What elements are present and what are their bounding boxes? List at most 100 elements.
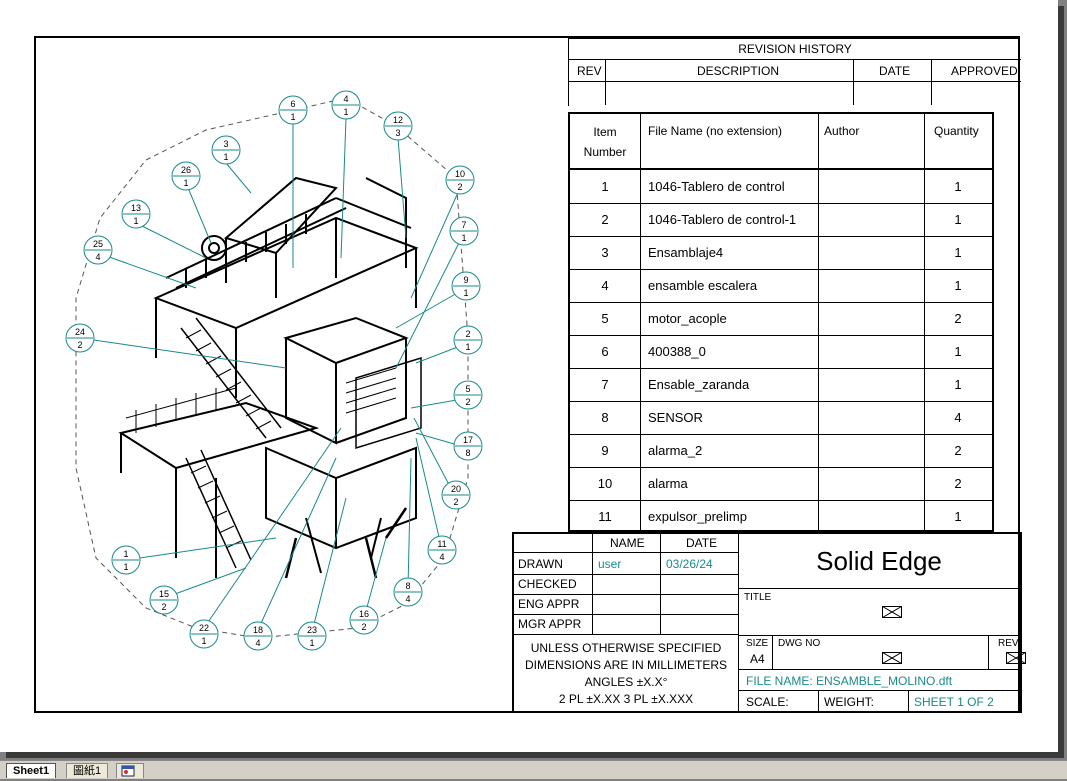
drawn-name[interactable]: user	[598, 557, 622, 571]
balloon-quantity: 4	[405, 594, 410, 604]
item-number-cell: 5	[601, 311, 609, 326]
title-placeholder-icon	[882, 606, 902, 618]
parts-list-table: Item Number File Name (no extension) Aut…	[568, 112, 994, 532]
balloon-quantity: 2	[77, 340, 82, 350]
quantity-cell: 1	[954, 344, 962, 359]
balloon-quantity: 1	[461, 233, 466, 243]
item-balloon[interactable]: 152	[149, 585, 179, 615]
file-name-header: File Name (no extension)	[648, 124, 783, 138]
item-balloon[interactable]: 261	[171, 161, 201, 191]
item-balloon[interactable]: 242	[65, 323, 95, 353]
rev-placeholder-icon	[1006, 652, 1026, 664]
item-balloon[interactable]: 178	[453, 431, 483, 461]
balloon-quantity: 2	[457, 182, 462, 192]
balloon-quantity: 1	[343, 107, 348, 117]
balloon-quantity: 2	[453, 497, 458, 507]
balloon-quantity: 1	[309, 638, 314, 648]
balloon-item-number: 20	[451, 484, 461, 494]
balloon-quantity: 2	[161, 602, 166, 612]
item-balloon[interactable]: 123	[383, 111, 413, 141]
item-balloon[interactable]: 231	[297, 621, 327, 651]
balloon-item-number: 8	[405, 581, 410, 591]
quantity-cell: 1	[954, 179, 962, 194]
file-name-cell: alarma	[648, 476, 688, 491]
tab-sheet1[interactable]: Sheet1	[6, 763, 57, 778]
item-balloon[interactable]: 31	[211, 135, 241, 165]
balloon-quantity: 1	[183, 178, 188, 188]
rev-label: REV	[998, 638, 1019, 649]
checked-label: CHECKED	[518, 577, 577, 591]
item-balloon[interactable]: 102	[445, 165, 475, 195]
dwg-no-label: DWG NO	[778, 638, 821, 649]
item-balloon[interactable]: 184	[243, 621, 273, 651]
balloon-item-number: 22	[199, 623, 209, 633]
balloon-quantity: 2	[361, 622, 366, 632]
tab-sheet-chinese[interactable]: 圖紙1	[66, 763, 109, 778]
balloon-item-number: 12	[393, 115, 403, 125]
balloon-item-number: 6	[290, 99, 295, 109]
author-header: Author	[824, 124, 860, 138]
balloon-item-number: 9	[463, 275, 468, 285]
revision-history-table: REVISION HISTORY REV DESCRIPTION DATE AP…	[568, 38, 1021, 106]
balloon-item-number: 16	[359, 609, 369, 619]
balloon-item-number: 7	[461, 220, 466, 230]
quantity-cell: 1	[954, 377, 962, 392]
balloon-quantity: 1	[463, 288, 468, 298]
balloon-item-number: 11	[437, 539, 446, 549]
approved-column-header: APPROVED	[951, 64, 1018, 78]
item-balloon[interactable]: 221	[189, 619, 219, 649]
dwg-no-placeholder-icon	[882, 652, 902, 664]
item-number-cell: 10	[597, 476, 613, 491]
item-number-cell: 3	[601, 245, 609, 260]
item-number-cell: 11	[598, 509, 612, 524]
item-balloon[interactable]: 41	[331, 90, 361, 120]
balloon-item-number: 4	[343, 94, 348, 104]
title-label: TITLE	[744, 592, 772, 603]
file-name[interactable]: FILE NAME: ENSAMBLE_MOLINO.dft	[746, 674, 953, 688]
balloon-quantity: 1	[123, 562, 128, 572]
item-balloon[interactable]: 84	[393, 577, 423, 607]
quantity-cell: 1	[954, 245, 962, 260]
item-balloon[interactable]: 162	[349, 605, 379, 635]
weight-label: WEIGHT:	[824, 695, 874, 709]
balloon-item-number: 2	[465, 329, 470, 339]
date-column-header: DATE	[879, 64, 911, 78]
balloon-quantity: 8	[465, 448, 470, 458]
item-balloon[interactable]: 71	[449, 216, 479, 246]
balloon-quantity: 2	[465, 397, 470, 407]
balloon-quantity: 4	[95, 252, 100, 262]
item-balloon[interactable]: 21	[453, 325, 483, 355]
item-balloon[interactable]: 61	[278, 95, 308, 125]
quantity-cell: 1	[954, 212, 962, 227]
item-balloon[interactable]: 114	[427, 535, 457, 565]
item-number-cell: 7	[601, 377, 609, 392]
quantity-cell: 2	[954, 443, 962, 458]
mgr-appr-label: MGR APPR	[518, 617, 582, 631]
item-number-cell: 2	[601, 212, 609, 227]
drawn-date[interactable]: 03/26/24	[666, 557, 713, 571]
name-column-header: NAME	[610, 536, 645, 550]
file-name-cell: SENSOR	[648, 410, 703, 425]
item-balloon[interactable]: 91	[451, 271, 481, 301]
balloon-item-number: 26	[181, 165, 191, 175]
item-balloon[interactable]: 254	[83, 235, 113, 265]
item-balloon[interactable]: 52	[453, 380, 483, 410]
item-balloon[interactable]: 202	[441, 480, 471, 510]
balloon-quantity: 1	[133, 216, 138, 226]
item-balloon[interactable]: 11	[111, 545, 141, 575]
item-balloon[interactable]: 131	[121, 199, 151, 229]
balloon-quantity: 1	[290, 112, 295, 122]
quantity-header: Quantity	[934, 124, 979, 138]
drawn-label: DRAWN	[518, 557, 563, 571]
tab-new-sheet[interactable]	[116, 763, 144, 778]
balloon-item-number: 23	[307, 625, 317, 635]
file-name-cell: 400388_0	[648, 344, 706, 359]
balloon-item-number: 25	[93, 239, 103, 249]
item-number-cell: 6	[601, 344, 609, 359]
